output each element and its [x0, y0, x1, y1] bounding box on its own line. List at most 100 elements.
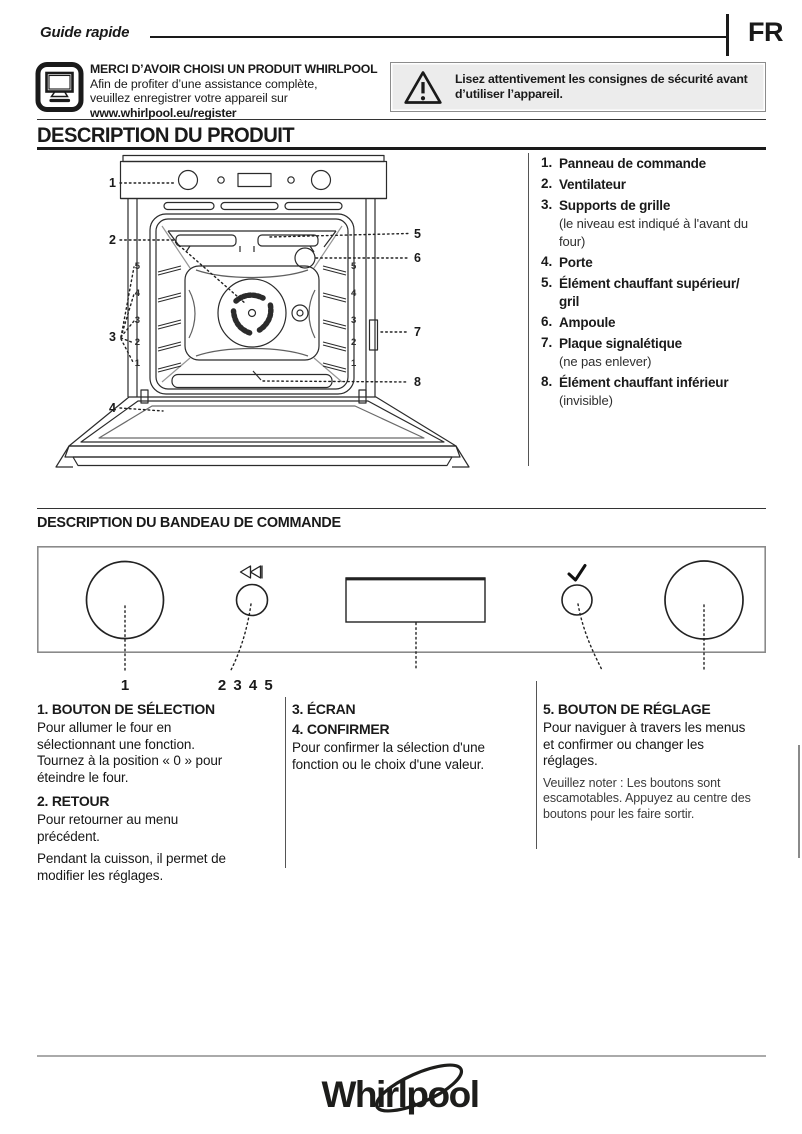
- part-number: 6.: [541, 314, 553, 329]
- part-number: 1.: [541, 155, 553, 170]
- part-note: (ne pas enlever): [559, 354, 652, 369]
- list-item: 2. Ventilateur: [541, 176, 773, 194]
- oven-outline: [55, 154, 470, 468]
- column-heading: 1. BOUTON DE SÉLECTION: [37, 701, 215, 717]
- adjustment-knob: [664, 560, 744, 640]
- display-screen: [345, 577, 486, 623]
- shelf-rails: [157, 265, 347, 373]
- callout-2: 2: [109, 233, 116, 247]
- list-item: 4. Porte: [541, 254, 773, 272]
- part-number: 2.: [541, 176, 553, 191]
- column-paragraph: Pour naviguer à travers les menus et con…: [543, 720, 746, 768]
- warning-triangle-icon: [404, 70, 442, 104]
- section-rule: [37, 119, 766, 120]
- checkmark-icon: [567, 564, 587, 582]
- language-code: FR: [748, 17, 784, 47]
- list-item: 3. Supports de grille (le niveau est indiq…: [541, 197, 773, 251]
- back-previous-icon: [239, 565, 263, 579]
- shelf-level-right-4: 4: [351, 288, 357, 299]
- column-heading: 3. ÉCRAN: [292, 701, 356, 717]
- product-parts-list: 1. Panneau de commande 2. Ventilateur 3. Su…: [541, 155, 773, 413]
- part-label: Supports de grille: [559, 198, 671, 213]
- list-item: 1. Panneau de commande: [541, 155, 773, 173]
- shelf-level-left-2: 2: [135, 337, 140, 348]
- whirlpool-logo-swoosh: [374, 1063, 464, 1113]
- column-paragraph: Pour confirmer la sélection d'une foncti…: [292, 740, 485, 772]
- parts-list-divider: [528, 153, 529, 466]
- column-divider: [536, 681, 537, 849]
- part-note: (invisible): [559, 393, 613, 408]
- callout-8: 8: [414, 375, 421, 389]
- shelf-level-left-3: 3: [135, 315, 140, 326]
- part-number: 7.: [541, 335, 553, 350]
- panel-leader-lines: [124, 603, 705, 671]
- register-title: MERCI D’AVOIR CHOISI UN PRODUIT WHIRLPOO…: [90, 62, 378, 76]
- callout-7: 7: [414, 325, 421, 339]
- page-edge-mark: [798, 745, 800, 858]
- register-block: MERCI D’AVOIR CHOISI UN PRODUIT WHIRLPOO…: [90, 62, 380, 120]
- panel-label-1: 1: [121, 677, 129, 694]
- column-note: Veuillez noter : Les boutons sont escamo…: [543, 775, 751, 821]
- register-url[interactable]: www.whirlpool.eu/register: [90, 105, 237, 120]
- part-label: Ampoule: [559, 315, 616, 330]
- part-note: (le niveau est indiqué à l'avant du four…: [559, 216, 749, 249]
- product-section-title: DESCRIPTION DU PRODUIT: [37, 123, 295, 147]
- header-rule: [150, 36, 728, 38]
- shelf-level-right-3: 3: [351, 315, 356, 326]
- part-label: Élément chauffant inférieur: [559, 375, 729, 390]
- part-label: Porte: [559, 255, 593, 270]
- part-number: 3.: [541, 197, 553, 212]
- column-heading: 4. CONFIRMER: [292, 721, 390, 737]
- column-paragraph: Pour retourner au menu précédent.: [37, 812, 179, 844]
- section-rule: [37, 508, 766, 509]
- list-item: 8. Élément chauffant inférieur (invisible): [541, 374, 773, 410]
- guide-title: Guide rapide: [40, 24, 130, 41]
- callout-1: 1: [109, 176, 116, 190]
- shelf-level-left-5: 5: [135, 261, 141, 272]
- confirm-button: [561, 584, 593, 616]
- register-line2: veuillez enregistrer votre appareil sur: [90, 91, 288, 106]
- column-display-confirm: 3. ÉCRAN 4. CONFIRMER Pour confirmer la …: [292, 700, 530, 779]
- column-heading: 5. BOUTON DE RÉGLAGE: [543, 701, 711, 717]
- selection-knob: [85, 560, 165, 640]
- column-divider: [285, 697, 286, 868]
- part-label: Ventilateur: [559, 177, 626, 192]
- list-item: 5. Élément chauffant supérieur/ gril: [541, 275, 773, 311]
- list-item: 6. Ampoule: [541, 314, 773, 332]
- part-label: Élément chauffant supérieur/ gril: [559, 276, 740, 309]
- footer: Whirlpool: [37, 1055, 766, 1115]
- column-selection-knob: 1. BOUTON DE SÉLECTION Pour allumer le f…: [37, 700, 279, 890]
- column-adjustment-knob: 5. BOUTON DE RÉGLAGE Pour naviguer à tra…: [543, 700, 781, 828]
- shelf-level-left-4: 4: [135, 288, 141, 299]
- part-label: Plaque signalétique: [559, 336, 682, 351]
- callout-leader-lines: [119, 182, 409, 412]
- part-label: Panneau de commande: [559, 156, 706, 171]
- callout-6: 6: [414, 251, 421, 265]
- back-button: [235, 583, 269, 617]
- part-number: 8.: [541, 374, 553, 389]
- callout-4: 4: [109, 401, 116, 415]
- fan-blades: [230, 292, 274, 336]
- list-item: 7. Plaque signalétique (ne pas enlever): [541, 335, 773, 371]
- safety-warning-box: Lisez attentivement les consignes de séc…: [390, 62, 766, 112]
- register-line1: Afin de profiter d’une assistance complè…: [90, 76, 318, 91]
- register-computer-icon: [35, 62, 84, 112]
- column-paragraph: Pour allumer le four en sélectionnant un…: [37, 720, 223, 785]
- shelf-level-right-1: 1: [351, 358, 357, 369]
- section-rule-thick: [37, 147, 766, 150]
- shelf-level-right-2: 2: [351, 337, 356, 348]
- column-paragraph: Pendant la cuisson, il permet de modifie…: [37, 851, 226, 883]
- part-number: 5.: [541, 275, 553, 290]
- control-panel-diagram: 1 2 3 4 5: [36, 545, 767, 694]
- callout-3: 3: [109, 330, 116, 344]
- part-number: 4.: [541, 254, 553, 269]
- shelf-level-right-5: 5: [351, 261, 357, 272]
- shelf-level-left-1: 1: [135, 358, 141, 369]
- panel-section-title: DESCRIPTION DU BANDEAU DE COMMANDE: [37, 514, 341, 531]
- header-vertical-bar: [726, 14, 729, 56]
- panel-frame: [36, 545, 767, 653]
- column-heading: 2. RETOUR: [37, 793, 110, 809]
- callout-5: 5: [414, 227, 421, 241]
- warning-text: Lisez attentivement les consignes de séc…: [455, 71, 748, 102]
